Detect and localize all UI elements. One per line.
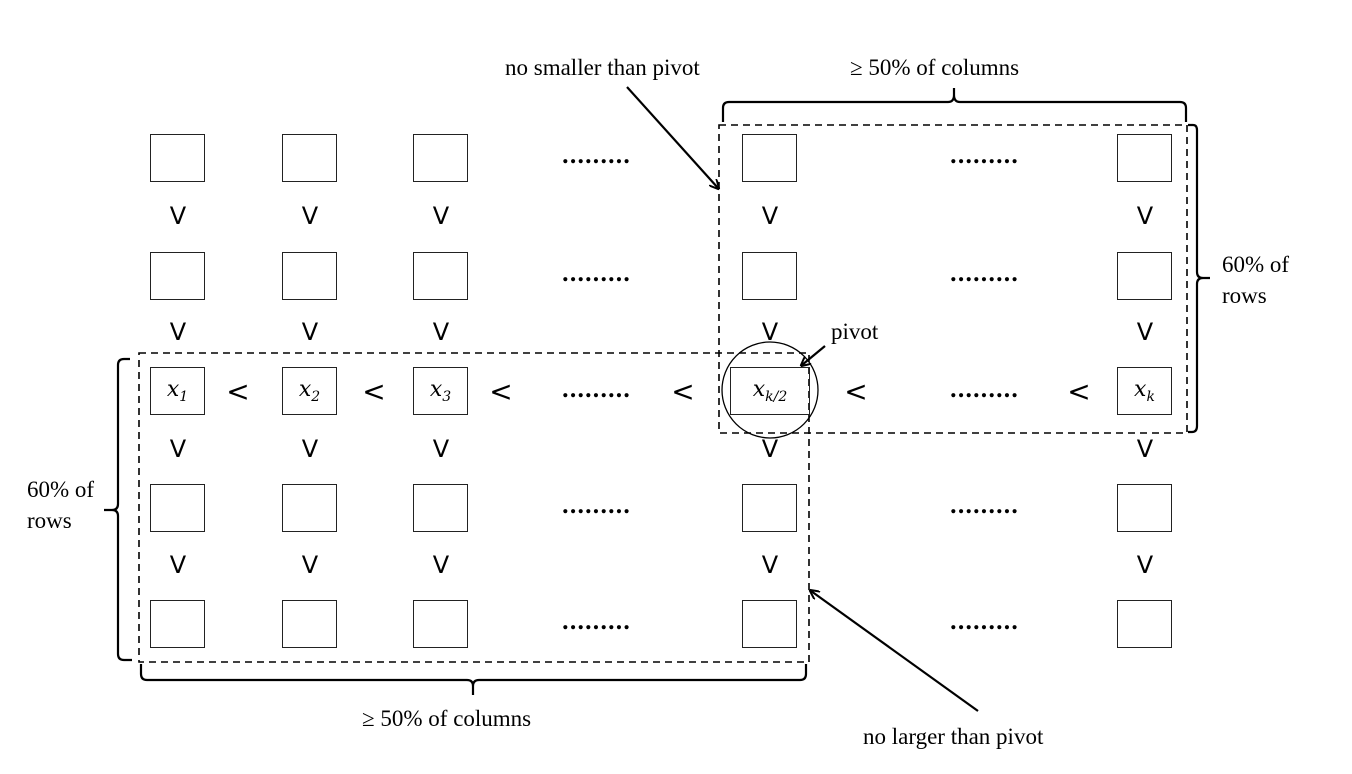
greater-symbol: V <box>1136 202 1154 230</box>
less-symbol: < <box>1067 375 1091 408</box>
no-smaller-label: no smaller than pivot <box>505 55 700 80</box>
greater-symbol: V <box>432 435 450 463</box>
greater-symbol: V <box>432 202 450 230</box>
median-x3: x3 <box>413 367 468 415</box>
cell-r2-ck2 <box>742 252 797 300</box>
ellipsis: ......... <box>561 261 631 287</box>
ellipsis: ......... <box>561 143 631 169</box>
greater-symbol: V <box>169 551 187 579</box>
cell-r1-c1 <box>150 134 205 182</box>
greater-symbol: V <box>169 202 187 230</box>
cell-r5-c1 <box>150 600 205 648</box>
cell-r2-c1 <box>150 252 205 300</box>
ellipsis: ......... <box>949 377 1019 403</box>
cell-r5-ck <box>1117 600 1172 648</box>
median-x1: x1 <box>150 367 205 415</box>
ellipsis: ......... <box>949 493 1019 519</box>
greater-symbol: V <box>761 551 779 579</box>
ellipsis: ......... <box>561 609 631 635</box>
cell-r2-c2 <box>282 252 337 300</box>
greater-symbol: V <box>432 551 450 579</box>
median-xk: xk <box>1117 367 1172 415</box>
ellipsis: ......... <box>949 143 1019 169</box>
cell-r2-ck <box>1117 252 1172 300</box>
cell-r1-ck <box>1117 134 1172 182</box>
greater-symbol: V <box>761 202 779 230</box>
greater-symbol: V <box>761 435 779 463</box>
ellipsis: ......... <box>949 261 1019 287</box>
pivot-circle <box>721 341 819 439</box>
median-pivot-xk2: xk/2 <box>730 367 810 415</box>
top-columns-label: ≥ 50% of columns <box>850 55 1020 80</box>
greater-symbol: V <box>301 318 319 346</box>
ellipsis: ......... <box>561 377 631 403</box>
ellipsis: ......... <box>949 609 1019 635</box>
cell-r1-ck2 <box>742 134 797 182</box>
greater-symbol: V <box>1136 435 1154 463</box>
right-rows-label-line1: 60% of <box>1222 252 1290 277</box>
greater-symbol: V <box>169 435 187 463</box>
less-symbol: < <box>671 375 695 408</box>
greater-symbol: V <box>432 318 450 346</box>
cell-r1-c3 <box>413 134 468 182</box>
median-x2: x2 <box>282 367 337 415</box>
greater-symbol: V <box>1136 551 1154 579</box>
cell-r5-ck2 <box>742 600 797 648</box>
cell-r2-c3 <box>413 252 468 300</box>
top-columns-brace <box>721 88 1188 122</box>
left-rows-label-line1: 60% of <box>27 477 95 502</box>
less-symbol: < <box>489 375 513 408</box>
cell-r5-c2 <box>282 600 337 648</box>
greater-symbol: V <box>1136 318 1154 346</box>
greater-symbol: V <box>169 318 187 346</box>
cell-r4-ck2 <box>742 484 797 532</box>
cell-r5-c3 <box>413 600 468 648</box>
greater-symbol: V <box>301 551 319 579</box>
cell-r1-c2 <box>282 134 337 182</box>
bottom-columns-brace <box>139 664 808 695</box>
bottom-columns-label: ≥ 50% of columns <box>362 706 532 731</box>
no-smaller-arrow <box>626 86 718 188</box>
less-symbol: < <box>844 375 868 408</box>
cell-r4-c2 <box>282 484 337 532</box>
greater-symbol: V <box>301 202 319 230</box>
cell-r4-ck <box>1117 484 1172 532</box>
no-larger-arrow <box>811 591 979 712</box>
pivot-label: pivot <box>831 319 879 344</box>
no-larger-label: no larger than pivot <box>863 724 1044 749</box>
lower-left-region <box>138 352 810 663</box>
upper-right-region <box>718 124 1188 434</box>
right-rows-label-line2: rows <box>1222 283 1267 308</box>
greater-symbol: V <box>761 318 779 346</box>
left-rows-brace <box>104 357 132 662</box>
cell-r4-c1 <box>150 484 205 532</box>
left-rows-label-line2: rows <box>27 508 72 533</box>
ellipsis: ......... <box>561 493 631 519</box>
less-symbol: < <box>362 375 386 408</box>
pivot-arrow <box>802 345 826 365</box>
less-symbol: < <box>226 375 250 408</box>
greater-symbol: V <box>301 435 319 463</box>
cell-r4-c3 <box>413 484 468 532</box>
right-rows-brace <box>1188 123 1210 434</box>
